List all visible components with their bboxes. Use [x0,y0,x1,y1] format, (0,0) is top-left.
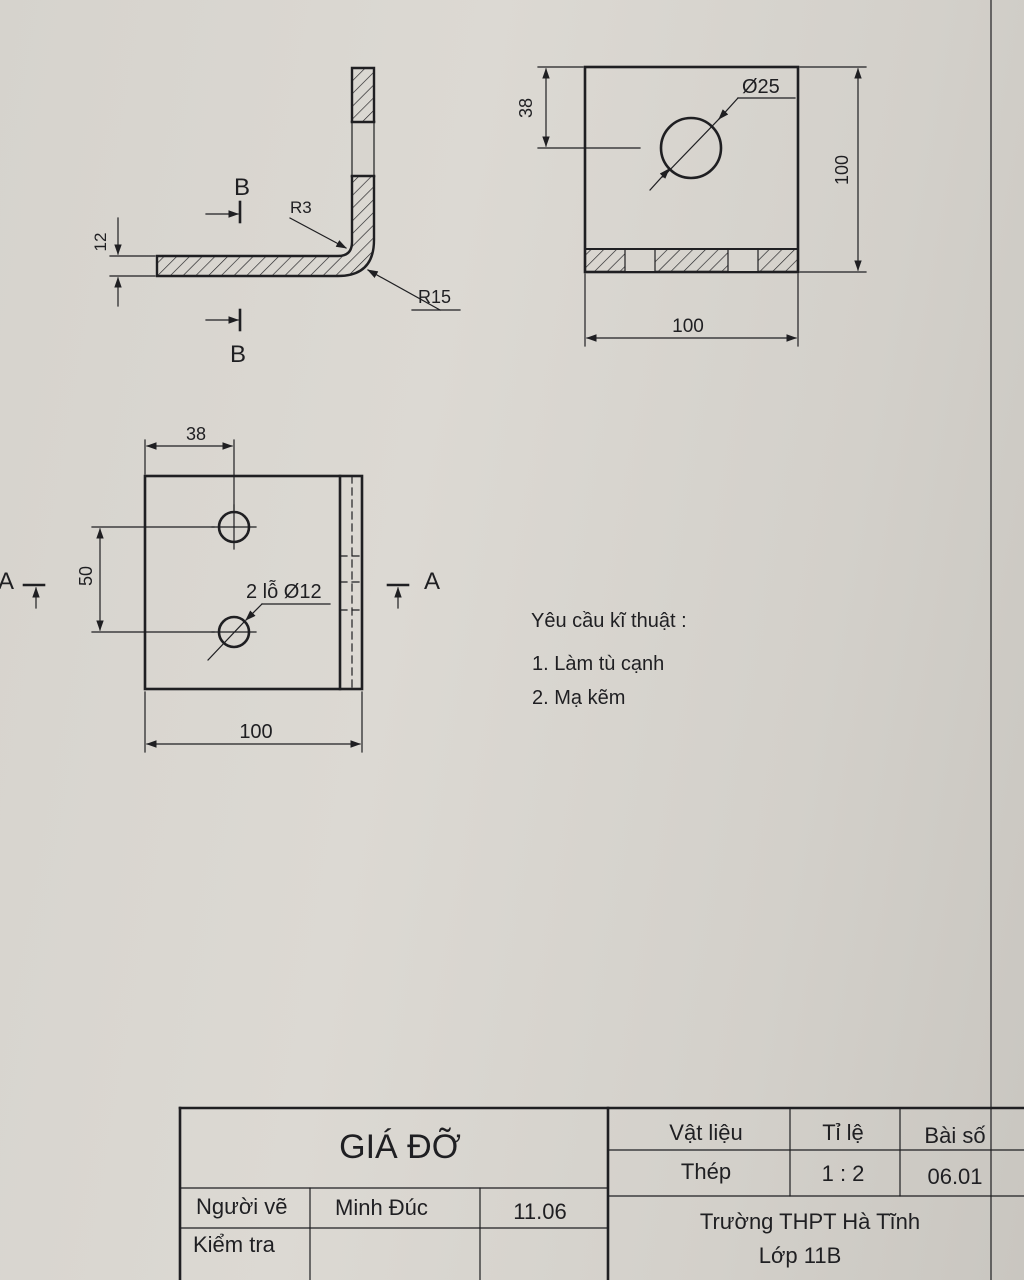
side-view: Ø25 38 100 100 [516,65,867,347]
section-b-label-bottom: B [230,341,246,368]
dim-thickness: 12 [91,233,110,252]
holes-label: 2 lỗ Ø12 [246,580,322,603]
section-b-label-top: B [234,174,250,201]
dim-hole-height: 38 [516,98,536,118]
school-name: Trường THPT Hà Tĩnh [700,1209,920,1234]
scale-label: Tỉ lệ [822,1120,864,1145]
dim-side-width: 100 [672,316,704,337]
title-block: GIÁ ĐỠ Vật liệu Thép Tỉ lệ 1 : 2 Bài số … [178,1106,1024,1280]
drawn-by-value: Minh Đúc [335,1195,428,1220]
tech-requirements: Yêu cầu kĩ thuật : 1. Làm tù cạnh 2. Mạ … [531,610,687,709]
l-profile-section [155,66,376,278]
scale-value: 1 : 2 [822,1161,865,1186]
base-hole-gap-2 [728,250,758,271]
dim-hole-diameter: Ø25 [742,76,780,98]
tech-requirements-title: Yêu cầu kĩ thuật : [531,610,687,632]
top-view-outline [143,474,364,691]
dim-top-width: 100 [239,721,272,743]
dim-hole-spacing: 50 [76,566,96,586]
drawn-by-label: Người vẽ [196,1194,288,1219]
material-value: Thép [681,1159,731,1184]
tech-requirement-item: 2. Mạ kẽm [532,687,625,709]
section-a-label-left: A [0,568,14,595]
dim-hole-offset: 38 [186,424,206,444]
hole-d25 [659,116,723,180]
top-view: 2 lỗ Ø12 38 50 100 A A [0,424,440,753]
dim-side-height: 100 [832,155,852,185]
tech-requirement-item: 1. Làm tù cạnh [532,653,664,675]
section-a-label-right: A [424,568,440,595]
dim-radius-outer: R15 [418,287,451,307]
drawn-date: 11.06 [513,1199,566,1224]
class-name: Lớp 11B [759,1243,842,1268]
sheet-no-label: Bài số [924,1123,985,1148]
vertical-hole-gap [350,122,376,176]
front-view: 12 R3 R15 B B [91,66,461,368]
part-name: GIÁ ĐỠ [339,1128,461,1166]
base-hole-gap-1 [625,250,655,271]
side-view-base-section [584,248,799,273]
checked-by-label: Kiểm tra [193,1232,276,1257]
dim-radius-inner: R3 [290,198,312,217]
material-label: Vật liệu [669,1120,742,1145]
sheet-no-value: 06.01 [927,1164,982,1189]
